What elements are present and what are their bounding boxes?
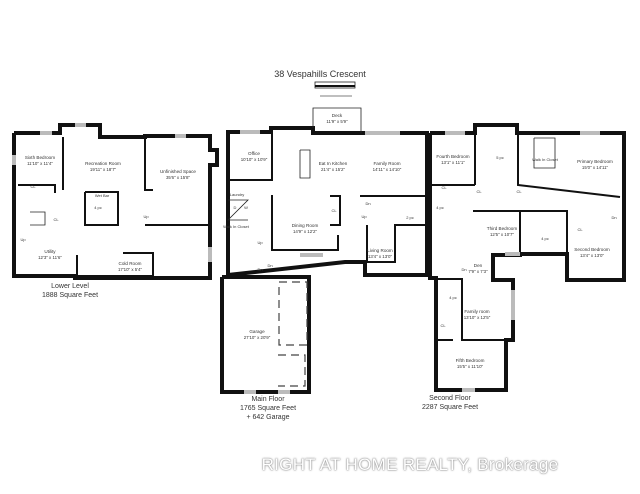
room-dims: 11'9" x 5'9" (326, 119, 348, 124)
room-dims: 13'10" x 12'5" (464, 315, 491, 320)
room-name: Living Room (367, 248, 393, 253)
room-dims: 10'10" x 10'9" (241, 157, 268, 162)
room-dims: 13'4" x 13'0" (368, 254, 393, 259)
room-dims: 15'0" x 14'11" (582, 165, 609, 170)
room-name: Eat In Kitchen (319, 161, 348, 166)
closet-label: Walk In Closet (223, 224, 250, 229)
stairs-label: Dn (267, 263, 272, 268)
stairs-label: Dn (611, 215, 616, 220)
bathroom-label: 4 pc (436, 205, 444, 210)
floor-area: 1888 Square Feet (42, 292, 98, 299)
floor-area: 1765 Square Feet (240, 405, 296, 412)
room-name: Garage (249, 329, 265, 334)
room-name: Den (474, 263, 483, 268)
room-name: Third Bedroom (487, 226, 518, 231)
room-dims: 11'10" x 11'4" (27, 161, 53, 166)
stairs-label: Dn (365, 201, 370, 206)
stairs-label: Up (257, 240, 263, 245)
room-dims: 7'9" x 7'3" (468, 269, 488, 274)
bathroom-label: 5 pc (496, 155, 504, 160)
stairs-label: Dn (461, 267, 466, 272)
room-name: Dining Room (292, 223, 319, 228)
washer-label: W (244, 205, 248, 210)
bathroom-label: 4 pc (449, 295, 457, 300)
floor-name: Second Floor (429, 395, 471, 402)
room-dims: 15'5" x 11'10" (457, 364, 484, 369)
laundry-label: Laundry (230, 192, 244, 197)
garage-area: + 642 Garage (246, 414, 289, 421)
room-dims: 13'4" x 13'0" (580, 253, 605, 258)
room-dims: 35'6" x 15'8" (166, 175, 191, 180)
second-floor-plan: Fourth Bedroom 13'1" x 11'1" Primary Bed… (422, 123, 626, 411)
room-dims: 19'11" x 18'7" (90, 167, 117, 172)
room-name: Unfinished Space (160, 169, 196, 174)
room-dims: 14'9" x 12'2" (293, 229, 318, 234)
room-name: Family Room (373, 161, 400, 166)
room-dims: 27'10" x 20'9" (244, 335, 271, 340)
room-dims: 14'11" x 14'10" (373, 167, 402, 172)
floor-name: Main Floor (251, 396, 285, 403)
bathroom-label: 4 pc (94, 205, 102, 210)
closet-label: CL (476, 189, 482, 194)
room-name: Sixth Bedroom (25, 155, 55, 160)
room-dims: 12'3" x 11'6" (38, 255, 62, 260)
room-name: Primary Bedroom (577, 159, 613, 164)
room-name: Office (248, 151, 260, 156)
bathroom-label: 2 pc (406, 215, 414, 220)
closet-label: CL (577, 227, 583, 232)
room-name: Utility (44, 249, 56, 254)
room-dims: 13'1" x 11'1" (441, 160, 465, 165)
closet-label: CL (441, 185, 447, 190)
room-name: Second Bedroom (574, 247, 610, 252)
room-name: Deck (332, 113, 343, 118)
watermark: RIGHT AT HOME REALTY, Brokerage (261, 455, 559, 474)
bathroom-label: 4 pc (541, 236, 549, 241)
room-name: Fourth Bedroom (436, 154, 469, 159)
room-dims: 12'5" x 10'7" (490, 232, 515, 237)
lower-level-plan: Sixth Bedroom 11'10" x 11'4" Recreation … (12, 123, 219, 299)
plan-title: 38 Vespahills Crescent (274, 69, 366, 79)
stairs-label: Dn (257, 267, 262, 272)
floor-area: 2287 Square Feet (422, 404, 478, 411)
stairs-label: Up (143, 214, 149, 219)
room-dims: 17'10" x 5'4" (118, 267, 143, 272)
stairs-label: Up (20, 237, 26, 242)
room-name: Family room (464, 309, 489, 314)
wet-bar-label: Wet Bar (95, 193, 110, 198)
closet-label: Walk In Closet (532, 157, 559, 162)
room-dims: 21'4" x 15'2" (321, 167, 346, 172)
room-name: Cold Room (119, 261, 142, 266)
room-name: Fifth Bedroom (456, 358, 485, 363)
stairs-label: Up (361, 214, 367, 219)
closet-label: CL (30, 184, 36, 189)
main-floor-plan: Deck 11'9" x 5'9" Office 10'10" x 10'9" … (220, 107, 429, 421)
floor-name: Lower Level (51, 283, 89, 290)
closet-label: CL (440, 323, 446, 328)
closet-label: CL (53, 217, 59, 222)
closet-label: CL (516, 189, 522, 194)
scale-bar (314, 81, 356, 97)
room-name: Recreation Room (85, 161, 121, 166)
dryer-label: D (234, 205, 237, 210)
closet-label: CL (331, 208, 337, 213)
